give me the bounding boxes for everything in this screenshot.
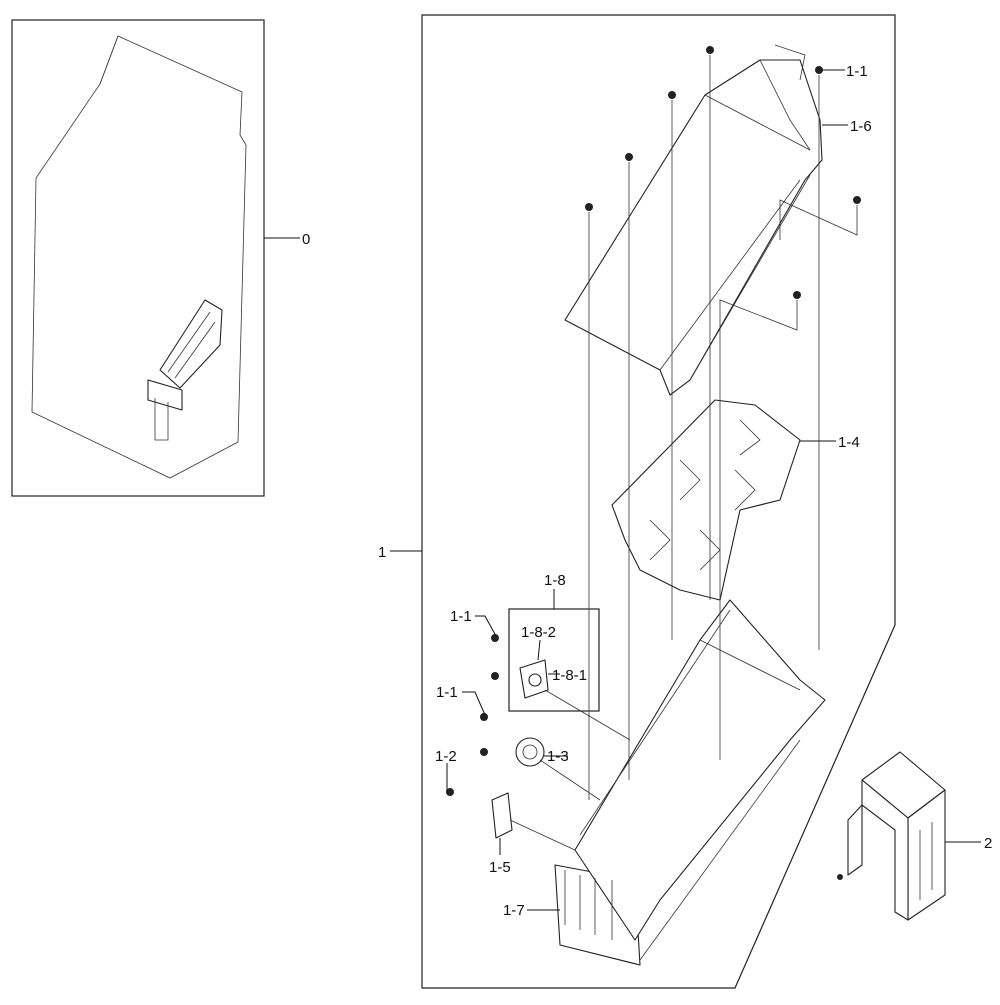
- label-1-3: 1-3: [547, 748, 569, 765]
- screw-icon: [815, 66, 823, 74]
- label-1: 1: [378, 544, 386, 561]
- dryer-overview-frame: [11, 19, 265, 497]
- label-1-8: 1-8: [544, 572, 566, 589]
- label-1-1-top: 1-1: [846, 63, 868, 80]
- screw-icon: [853, 196, 861, 204]
- assembly-guide-lines: [509, 55, 858, 851]
- label-1-8-1: 1-8-1: [552, 667, 587, 684]
- label-1-1-left-a: 1-1: [450, 608, 472, 625]
- screw-icon: [585, 203, 593, 211]
- screws: [446, 46, 861, 796]
- heater-element-plate-part-1-4: [611, 399, 801, 601]
- label-1-6: 1-6: [850, 118, 872, 135]
- screw-icon: [625, 153, 633, 161]
- heater-housing-part-1-7: [554, 599, 826, 966]
- thermostat-part-1-8-1: [519, 659, 549, 699]
- screw-icon: [491, 634, 499, 642]
- screw-icon: [480, 748, 488, 756]
- screw-icon: [480, 713, 488, 721]
- label-1-2: 1-2: [435, 748, 457, 765]
- label-1-8-2: 1-8-2: [521, 624, 556, 641]
- label-0: 0: [302, 231, 310, 248]
- heater-assembly-frame: [421, 14, 896, 989]
- screw-icon: [446, 788, 454, 796]
- heater-assembly-thumbnail: [147, 299, 223, 441]
- dryer-cabinet-outline: [31, 35, 247, 479]
- label-1-4: 1-4: [838, 434, 860, 451]
- screw-icon: [837, 874, 843, 880]
- thermal-fuse-part-1-3: [515, 737, 545, 767]
- screw-icon: [491, 672, 499, 680]
- screw-icon: [706, 46, 714, 54]
- label-1-5: 1-5: [489, 859, 511, 876]
- label-1-7: 1-7: [503, 902, 525, 919]
- heater-cover-part-1-6: [564, 44, 823, 396]
- bracket-part-1-5: [491, 792, 513, 839]
- label-leaders: [446, 69, 981, 911]
- mounting-bracket-part-2: [837, 751, 946, 921]
- label-2: 2: [984, 835, 992, 852]
- label-1-1-left-b: 1-1: [436, 684, 458, 701]
- screw-icon: [668, 91, 676, 99]
- screw-icon: [793, 291, 801, 299]
